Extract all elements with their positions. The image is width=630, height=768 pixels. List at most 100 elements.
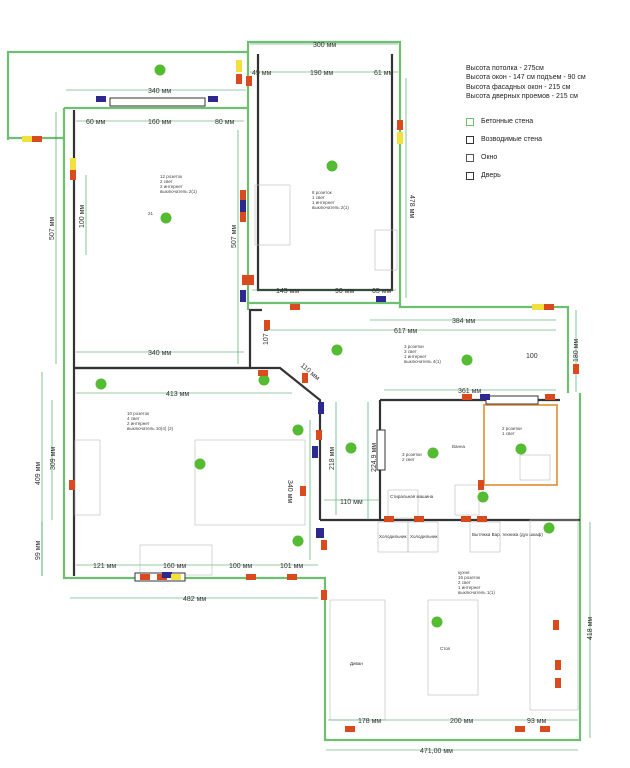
socket xyxy=(384,516,394,522)
door-3 xyxy=(376,429,386,471)
socket xyxy=(258,370,268,376)
legend-label: Бетонные стена xyxy=(481,118,534,125)
room3-note: 3 розетки 3 свет 1 интернет выключатель … xyxy=(404,344,441,364)
socket xyxy=(287,574,297,580)
concrete-walls xyxy=(6,40,582,742)
lamp xyxy=(326,160,338,172)
socket xyxy=(264,320,270,330)
bath-label: Ванна xyxy=(452,444,465,449)
dim-label: 100 мм xyxy=(229,563,252,570)
socket xyxy=(345,726,355,732)
lamp xyxy=(515,443,527,455)
dim-label: 300 мм xyxy=(313,42,336,49)
socket xyxy=(246,574,256,580)
dim-label: 418 мм xyxy=(587,617,594,640)
socket xyxy=(397,120,403,130)
lights xyxy=(22,60,544,580)
socket xyxy=(316,430,322,440)
switch xyxy=(376,296,386,302)
washer-label: Стиральная машина xyxy=(390,494,434,499)
wall-room2-inner xyxy=(256,54,394,292)
socket xyxy=(140,574,150,580)
lamp xyxy=(95,378,107,390)
hood xyxy=(469,521,501,553)
dim-label: 180 мм xyxy=(573,339,580,362)
socket xyxy=(414,516,424,522)
dim-label: 218 мм xyxy=(329,447,336,470)
legend-label: Возводимые стена xyxy=(481,136,543,143)
dim-label: 110 мм xyxy=(340,499,363,506)
switch xyxy=(316,528,324,538)
dim-label: 361 мм xyxy=(458,388,481,395)
socket xyxy=(461,516,471,522)
info-line: Высота окон - 147 см подъем - 90 см xyxy=(466,74,586,82)
socket xyxy=(477,516,487,522)
dim-label: 190 мм xyxy=(310,70,333,77)
light-point xyxy=(22,136,32,142)
dim-label: 224.9 мм xyxy=(371,443,378,472)
sofa xyxy=(329,599,386,721)
dim-label: 121 мм xyxy=(93,563,116,570)
light-point xyxy=(236,60,242,72)
outer-wall-left xyxy=(246,40,570,393)
socket xyxy=(302,373,308,383)
sockets xyxy=(32,74,579,732)
dim-label: 384 мм xyxy=(452,318,475,325)
lamps xyxy=(95,64,555,628)
dim-label: 478 мм xyxy=(408,195,415,218)
light-point xyxy=(397,132,403,144)
switch xyxy=(162,572,172,578)
light-point xyxy=(171,574,181,580)
corridor-note: 3 розетки 2 свет xyxy=(402,452,423,462)
table-label: Стол xyxy=(440,646,451,651)
socket xyxy=(240,190,246,200)
room-notes: 12 розеток 2 свет 2 интернет выключатель… xyxy=(127,174,522,595)
socket xyxy=(478,480,484,490)
socket xyxy=(248,275,254,285)
furniture xyxy=(74,184,579,721)
balcony-outline xyxy=(6,50,248,140)
wc-outline xyxy=(483,404,558,486)
dim-label: 507 мм xyxy=(49,217,56,240)
dim-label: 107 мм xyxy=(263,322,270,345)
legend-item-door: Дверь xyxy=(466,171,542,180)
socket xyxy=(236,74,242,84)
lamp xyxy=(154,64,166,76)
cabinet-1 xyxy=(139,544,213,576)
socket xyxy=(246,76,252,86)
info-line: Высота дверных проемов - 215 см xyxy=(466,93,578,101)
switch xyxy=(312,446,318,458)
dim-label: 340 мм xyxy=(148,350,171,357)
cabinet-3 xyxy=(374,229,398,271)
lamp xyxy=(461,354,473,366)
swatch-erected xyxy=(466,135,474,144)
dim-label: 100 xyxy=(526,353,538,360)
socket xyxy=(555,660,561,670)
lamp xyxy=(477,491,489,503)
bed xyxy=(194,439,306,526)
lamp xyxy=(543,522,555,534)
wall-hall-left xyxy=(74,366,322,520)
table xyxy=(427,599,479,696)
info-line: Высота фасадных окон - 215 см xyxy=(466,83,571,91)
dim-label: 145 мм xyxy=(276,288,299,295)
door-1 xyxy=(109,97,206,107)
dim-label: 160 мм xyxy=(148,119,171,126)
dim-label: 409 мм xyxy=(35,462,42,485)
switch xyxy=(240,290,246,302)
info-line: Высота потолка - 275см xyxy=(466,65,544,72)
socket xyxy=(555,678,561,688)
socket xyxy=(462,394,472,400)
kitchen-counter xyxy=(529,519,579,711)
dim-label: 80 мм xyxy=(215,119,235,126)
dim-label: 100 мм xyxy=(79,205,86,228)
lamp xyxy=(331,344,343,356)
light-point xyxy=(532,304,544,310)
dim-label: 99 мм xyxy=(35,540,42,560)
door-2 xyxy=(485,395,539,405)
kitchen-note: кухня 16 розеток 2 свет 1 интернет выклю… xyxy=(458,570,495,595)
socket xyxy=(321,590,327,600)
dimension-labels: 300 мм 49 мм 190 мм 61 мм 340 мм 60 мм 1… xyxy=(35,42,594,755)
legend-label: Окно xyxy=(481,154,498,161)
